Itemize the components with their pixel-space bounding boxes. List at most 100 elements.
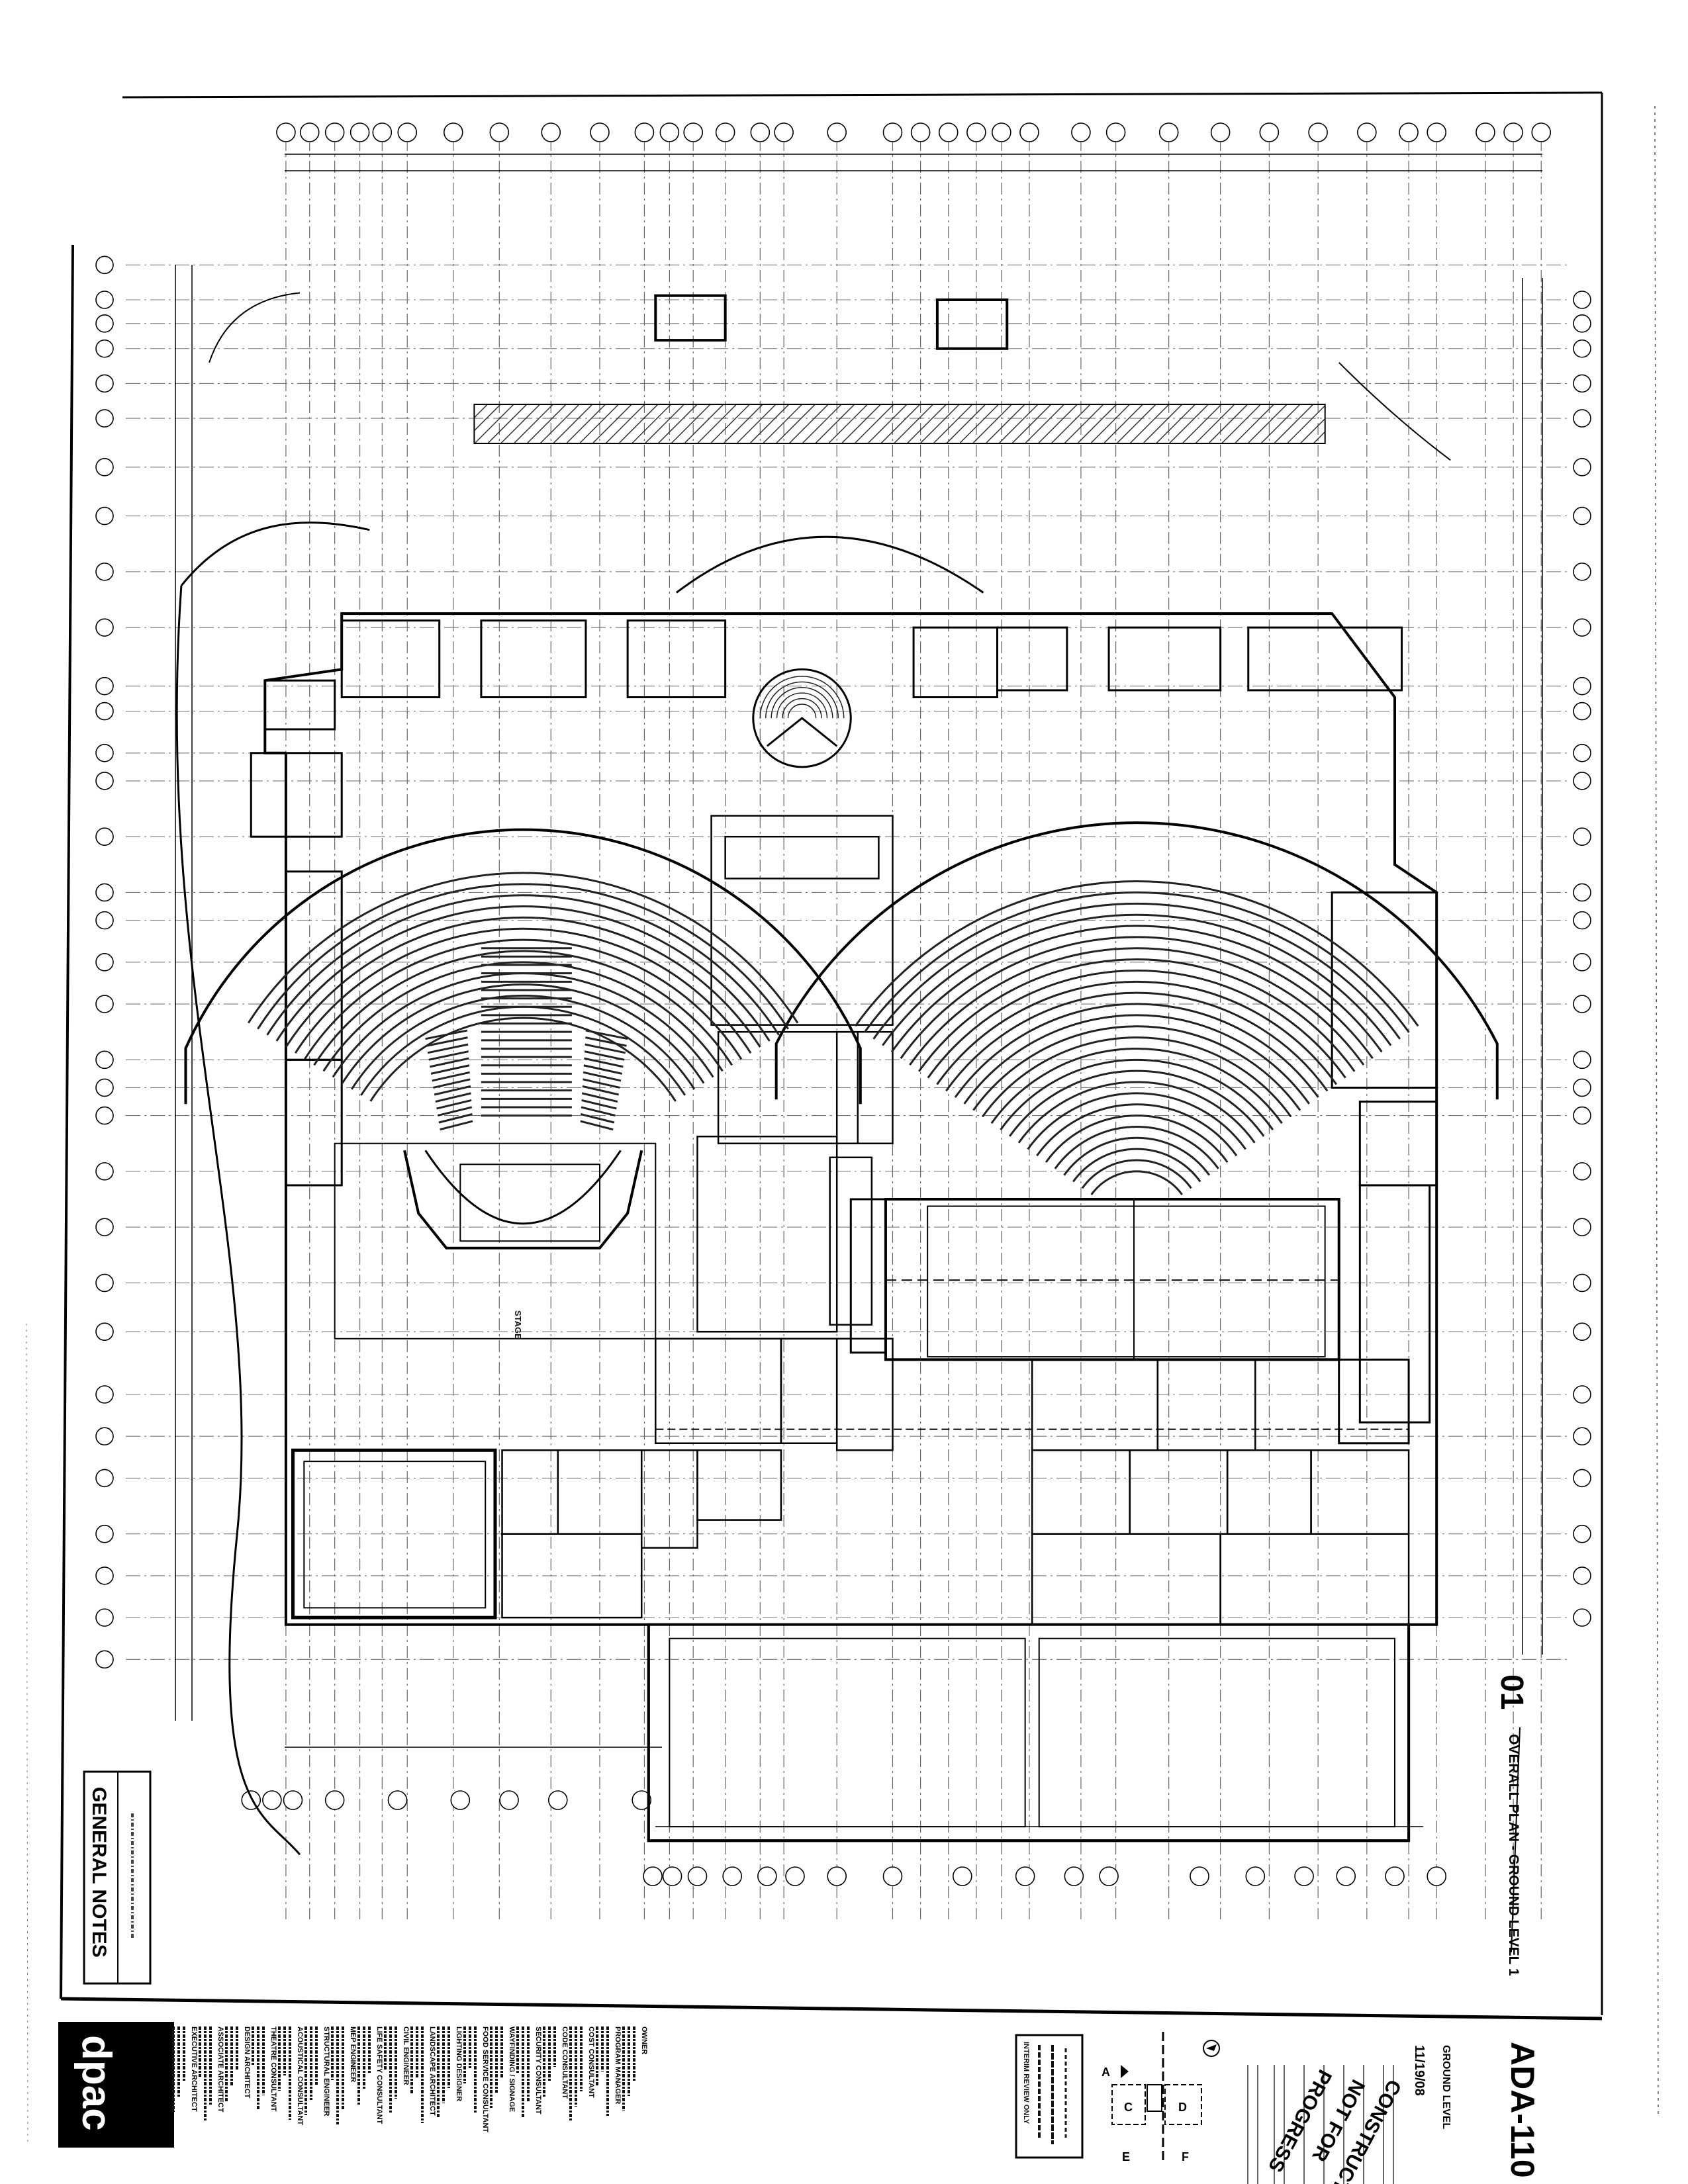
amphitheater-row	[759, 676, 845, 719]
grid-bubble	[324, 1790, 345, 1810]
room	[696, 1135, 838, 1333]
main-hall-seat-row	[1009, 1069, 1265, 1137]
consultant-heading: CODE CONSULTANT	[561, 2026, 569, 2099]
site-curve	[175, 585, 301, 1856]
theater-seat-row	[247, 872, 799, 1024]
consultant-heading: COST CONSULTANT	[587, 2026, 595, 2098]
grid-bubble	[1573, 953, 1591, 972]
grid-bubble	[882, 122, 903, 142]
theater-seat-row	[427, 1043, 469, 1054]
room	[655, 1338, 782, 1444]
theater-seat-row	[266, 894, 780, 1036]
grid-bubble	[95, 1427, 114, 1446]
grid-bubble	[95, 911, 114, 930]
theater-seat-row	[313, 950, 733, 1066]
grid-bubble	[95, 995, 114, 1013]
grid-bubble	[1573, 1524, 1591, 1543]
room-label-stage: STAGE	[513, 1310, 523, 1340]
grid-bubble	[1531, 122, 1552, 142]
grid-bubble	[757, 1866, 777, 1886]
grid-bubble	[643, 1866, 663, 1886]
theater-seat-row	[294, 927, 752, 1054]
grid-bubble	[95, 702, 114, 721]
plaza-canopy-arc	[675, 535, 984, 594]
grid-bubble	[827, 1866, 847, 1886]
main-hall-seat-row	[863, 891, 1410, 1033]
amphitheater-row	[765, 681, 839, 719]
key-plan-letter: D	[1178, 2101, 1187, 2114]
grid-bubble	[1573, 911, 1591, 930]
grid-bubble	[95, 618, 114, 637]
grid-bubble	[882, 1866, 903, 1886]
grid-bubble	[1573, 1427, 1591, 1446]
grid-bubble	[262, 1790, 282, 1810]
grid-bubble	[95, 506, 114, 525]
grid-bubble	[95, 772, 114, 790]
theater-seat-row	[580, 1113, 615, 1124]
amphitheater-row	[782, 698, 822, 719]
grid-bubble	[1210, 122, 1231, 142]
amphitheater-row	[771, 686, 833, 719]
room	[501, 1533, 643, 1619]
grid-bubble	[1573, 374, 1591, 393]
grid-bubble	[95, 676, 114, 696]
grid-bubble	[1427, 1866, 1447, 1886]
grid-bubble	[1573, 458, 1591, 477]
theater-seat-row	[585, 1043, 626, 1054]
grid-bubble	[1245, 1866, 1266, 1886]
grid-bubble	[662, 1866, 682, 1886]
theater-seat-row	[430, 1057, 469, 1068]
amphitheater-row	[776, 692, 828, 719]
consultant-heading: DESIGN ARCHITECT	[243, 2026, 251, 2099]
hatched-paving-band	[473, 404, 1326, 444]
stage-floor	[927, 1205, 1326, 1358]
consultant-heading: PROGRAM MANAGER	[614, 2026, 622, 2104]
main-hall-seat-row	[1000, 1058, 1274, 1130]
grid-bubble	[95, 1608, 114, 1627]
grid-bubble	[547, 1790, 568, 1810]
amphitheater-row	[787, 704, 817, 719]
sheet-border	[26, 91, 1659, 2145]
grid-bubble	[95, 1162, 114, 1181]
main-hall-seat-row	[990, 1047, 1283, 1124]
room	[626, 619, 727, 698]
grid-bubble	[1064, 1866, 1084, 1886]
grid-bubble	[1573, 1469, 1591, 1488]
grid-bubble	[1259, 122, 1280, 142]
theater-seat-row	[304, 938, 743, 1060]
theater-seat-row	[580, 1120, 614, 1131]
theater-seat-row	[581, 1099, 617, 1110]
main-hall-seat-row	[981, 1036, 1292, 1118]
grid-bubble	[1573, 618, 1591, 637]
grid-bubble	[299, 122, 320, 142]
main-hall-seat-row	[900, 936, 1374, 1060]
grid-bubble	[659, 122, 680, 142]
floor-plan	[175, 292, 1451, 1856]
theater-seat-row	[435, 1092, 471, 1103]
grid-bubble	[687, 1866, 708, 1886]
grid-bubble	[1019, 122, 1039, 142]
dock-bay	[669, 1637, 1026, 1828]
site-curve	[1338, 362, 1451, 461]
theater-seat-row	[433, 1078, 471, 1089]
room	[1156, 1359, 1256, 1451]
grid-bubble	[938, 122, 959, 142]
rehearsal-room	[291, 1448, 497, 1619]
grid-bubble	[785, 1866, 805, 1886]
room	[1247, 626, 1403, 692]
grid-bubble	[489, 122, 510, 142]
room	[1358, 1184, 1431, 1424]
grid-bubble	[95, 827, 114, 846]
grid-bubble	[241, 1790, 261, 1810]
grid-bubble	[1071, 122, 1091, 142]
room	[340, 619, 441, 698]
main-hall-seat-row	[963, 1014, 1310, 1105]
room	[263, 679, 336, 731]
grid-bubble	[1573, 743, 1591, 762]
loading-dock	[647, 1623, 1411, 1843]
main-hall-seat-row	[872, 902, 1401, 1040]
grid-bubble	[1573, 314, 1591, 333]
room	[1338, 1358, 1410, 1445]
theater-seat-row	[583, 1071, 622, 1082]
room	[835, 1338, 894, 1451]
